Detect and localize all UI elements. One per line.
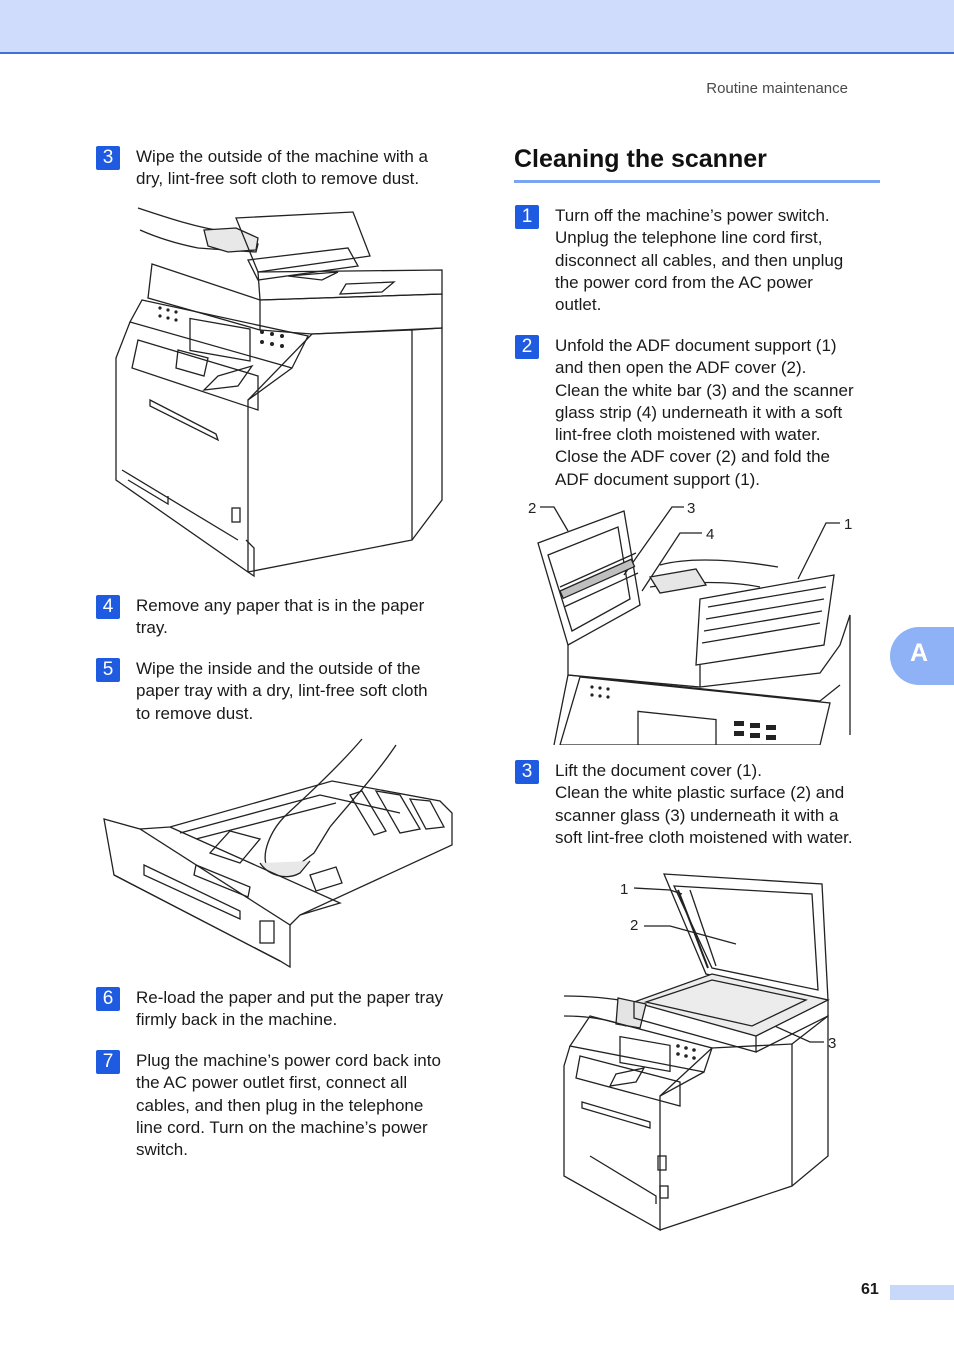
- step-line: the power cord from the AC power: [555, 272, 813, 292]
- step-number: 7: [96, 1050, 120, 1074]
- step-left-6: 6 Re-load the paper and put the paper tr…: [96, 987, 443, 1032]
- paper-tray-illustration: [103, 738, 453, 969]
- step-line: soft lint-free cloth moistened with wate…: [555, 827, 853, 847]
- step-line: line cord. Turn on the machine’s power: [136, 1117, 428, 1137]
- step-line: tray.: [136, 618, 168, 638]
- callout-label: 1: [844, 516, 852, 533]
- step-text: Wipe the outside of the machine with a d…: [136, 146, 428, 191]
- callout-label: 2: [630, 917, 638, 934]
- step-line: cables, and then plug in the telephone: [136, 1095, 424, 1115]
- step-number: 4: [96, 595, 120, 619]
- step-left-5: 5 Wipe the inside and the outside of the…: [96, 658, 428, 725]
- step-line: Unplug the telephone line cord first,: [555, 228, 823, 248]
- callout-label: 3: [687, 500, 695, 517]
- step-number: 1: [515, 205, 539, 229]
- step-text: Unfold the ADF document support (1) and …: [555, 335, 854, 491]
- step-line: Re-load the paper and put the paper tray: [136, 988, 444, 1007]
- step-line: Remove any paper that is in the paper: [136, 596, 425, 615]
- step-number: 3: [515, 760, 539, 784]
- step-line: paper tray with a dry, lint-free soft cl…: [136, 681, 428, 701]
- adf-cleaning-illustration: 2 3 4 1: [528, 500, 852, 745]
- step-line: Clean the white bar (3) and the scanner: [555, 380, 854, 400]
- step-line: ADF document support (1).: [555, 469, 761, 489]
- step-line: Lift the document cover (1).: [555, 761, 762, 780]
- step-number: 6: [96, 987, 120, 1011]
- step-line: Unfold the ADF document support (1): [555, 336, 837, 355]
- step-text: Remove any paper that is in the paper tr…: [136, 595, 424, 640]
- chapter-letter: A: [910, 639, 929, 667]
- step-number: 5: [96, 658, 120, 682]
- section-title: Cleaning the scanner: [514, 145, 880, 183]
- running-header: Routine maintenance: [706, 80, 848, 97]
- callout-label: 1: [620, 881, 628, 898]
- step-text: Lift the document cover (1). Clean the w…: [555, 760, 853, 849]
- step-line: Clean the white plastic surface (2) and: [555, 783, 845, 803]
- callout-label: 4: [706, 526, 714, 543]
- step-number: 3: [96, 146, 120, 170]
- step-line: scanner glass (3) underneath it with a: [555, 805, 839, 825]
- step-line: switch.: [136, 1140, 188, 1160]
- callout-label: 3: [828, 1035, 836, 1052]
- step-line: outlet.: [555, 295, 602, 315]
- step-left-3: 3 Wipe the outside of the machine with a…: [96, 146, 428, 191]
- step-line: the AC power outlet first, connect all: [136, 1073, 408, 1093]
- step-right-3: 3 Lift the document cover (1). Clean the…: [515, 760, 853, 849]
- step-left-7: 7 Plug the machine’s power cord back int…: [96, 1050, 441, 1161]
- step-line: disconnect all cables, and then unplug: [555, 250, 844, 270]
- step-right-1: 1 Turn off the machine’s power switch. U…: [515, 205, 843, 316]
- step-line: and then open the ADF cover (2).: [555, 358, 807, 378]
- step-line: Close the ADF cover (2) and fold the: [555, 447, 830, 467]
- scanner-glass-illustration: 1 2 3: [563, 873, 836, 1232]
- step-text: Turn off the machine’s power switch. Unp…: [555, 205, 843, 316]
- step-left-4: 4 Remove any paper that is in the paper …: [96, 595, 424, 640]
- page-number: 61: [861, 1281, 879, 1298]
- header-band: [0, 0, 954, 54]
- step-line: dry, lint-free soft cloth to remove dust…: [136, 169, 420, 189]
- step-text: Wipe the inside and the outside of the p…: [136, 658, 428, 725]
- step-text: Plug the machine’s power cord back into …: [136, 1050, 441, 1161]
- step-line: Turn off the machine’s power switch.: [555, 206, 830, 225]
- step-text: Re-load the paper and put the paper tray…: [136, 987, 443, 1032]
- callout-label: 2: [528, 500, 536, 517]
- printer-wipe-illustration: [115, 207, 443, 578]
- step-line: glass strip (4) underneath it with a sof…: [555, 402, 843, 422]
- step-right-2: 2 Unfold the ADF document support (1) an…: [515, 335, 854, 491]
- step-line: firmly back in the machine.: [136, 1010, 338, 1030]
- step-line: Wipe the inside and the outside of the: [136, 659, 421, 678]
- step-number: 2: [515, 335, 539, 359]
- step-line: to remove dust.: [136, 703, 254, 723]
- chapter-tab: A: [890, 627, 954, 685]
- page-number-bar: [890, 1285, 954, 1300]
- step-line: lint-free cloth moistened with water.: [555, 425, 821, 445]
- step-line: Wipe the outside of the machine with a: [136, 147, 428, 166]
- step-line: Plug the machine’s power cord back into: [136, 1051, 441, 1070]
